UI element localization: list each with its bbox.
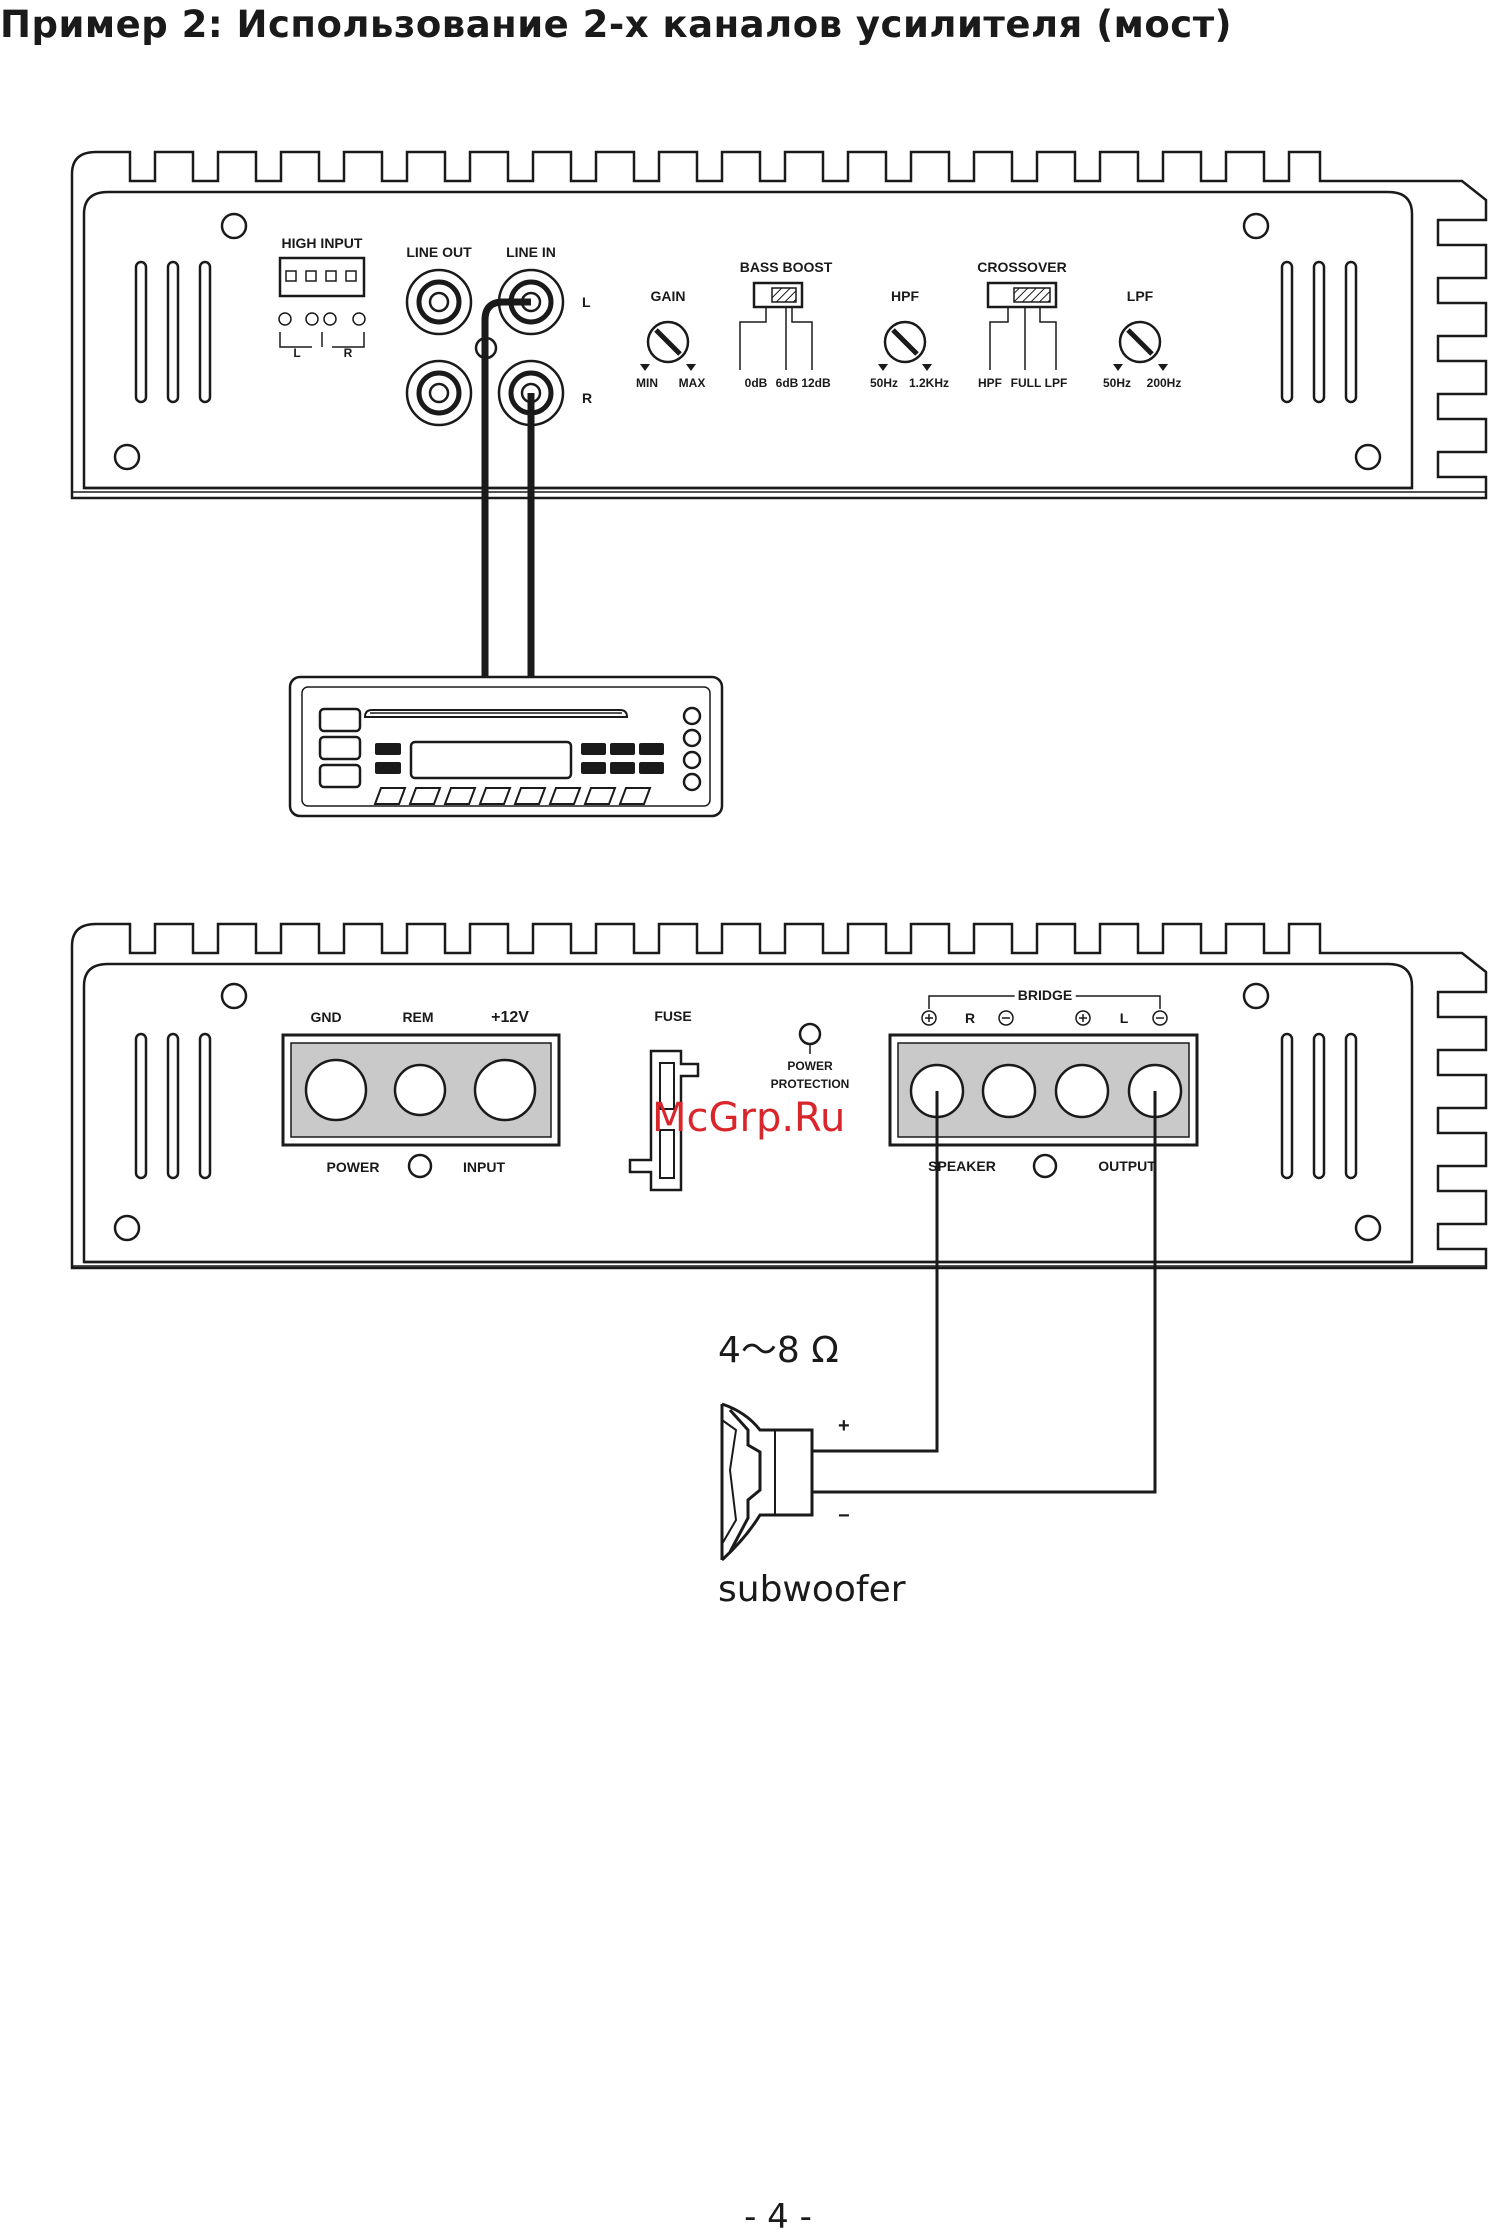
- crossover-label: CROSSOVER: [977, 259, 1066, 275]
- protection-led: [800, 1024, 820, 1044]
- impedance-label: 4～8 Ω: [718, 1330, 839, 1371]
- subwoofer-label: subwoofer: [718, 1569, 906, 1610]
- bass-boost-6db-label: 6dB: [776, 376, 799, 390]
- knob-range-markers: [640, 364, 1168, 371]
- top-amplifier: [72, 152, 1486, 498]
- gnd-terminal: [306, 1060, 366, 1120]
- subwoofer: [722, 1404, 812, 1560]
- line-out-label: LINE OUT: [406, 244, 472, 260]
- power-protection-label-2: PROTECTION: [771, 1077, 850, 1091]
- power-protection-label-1: POWER: [787, 1059, 833, 1073]
- plus-label: +: [838, 1415, 850, 1437]
- bridge-label: BRIDGE: [1018, 987, 1072, 1003]
- lpf-label: LPF: [1127, 288, 1154, 304]
- high-l-label: L: [293, 346, 300, 360]
- power-label: POWER: [327, 1159, 380, 1175]
- speaker-l-label: L: [1120, 1010, 1129, 1026]
- channel-r-label: R: [582, 390, 592, 406]
- 12v-terminal: [475, 1060, 535, 1120]
- speaker-wires: [812, 1091, 1155, 1492]
- speaker-r-minus-terminal: [983, 1065, 1035, 1117]
- page-number: - 4 -: [744, 2197, 812, 2234]
- head-unit-display: [411, 742, 571, 778]
- channel-l-label: L: [582, 294, 591, 310]
- lpf-min-label: 50Hz: [1103, 376, 1131, 390]
- crossover-lpf-label: LPF: [1045, 376, 1068, 390]
- speaker-l-plus-terminal: [1056, 1065, 1108, 1117]
- bass-boost-label: BASS BOOST: [740, 259, 833, 275]
- rem-label: REM: [402, 1009, 433, 1025]
- minus-label: −: [838, 1505, 850, 1527]
- lpf-max-label: 200Hz: [1147, 376, 1182, 390]
- speaker-r-label: R: [965, 1010, 975, 1026]
- crossover-hpf-label: HPF: [978, 376, 1002, 390]
- crossover-full-label: FULL: [1011, 376, 1042, 390]
- input-label: INPUT: [463, 1159, 505, 1175]
- gnd-label: GND: [310, 1009, 341, 1025]
- bass-boost-12db-label: 12dB: [801, 376, 831, 390]
- high-input-terminal: [280, 258, 364, 296]
- 12v-label: +12V: [491, 1009, 529, 1026]
- fuse-label: FUSE: [654, 1008, 691, 1024]
- hpf-max-label: 1.2KHz: [909, 376, 949, 390]
- output-label: OUTPUT: [1098, 1158, 1156, 1174]
- hpf-min-label: 50Hz: [870, 376, 898, 390]
- line-in-label: LINE IN: [506, 244, 556, 260]
- high-input-label: HIGH INPUT: [282, 235, 363, 251]
- gain-max-label: MAX: [679, 376, 706, 390]
- head-unit-buttons: [375, 743, 664, 774]
- gain-label: GAIN: [651, 288, 686, 304]
- bass-boost-0db-label: 0dB: [745, 376, 768, 390]
- hpf-label: HPF: [891, 288, 919, 304]
- gain-min-label: MIN: [636, 376, 658, 390]
- rem-terminal: [395, 1065, 445, 1115]
- high-r-label: R: [344, 346, 353, 360]
- watermark: McGrp.Ru: [652, 1095, 845, 1141]
